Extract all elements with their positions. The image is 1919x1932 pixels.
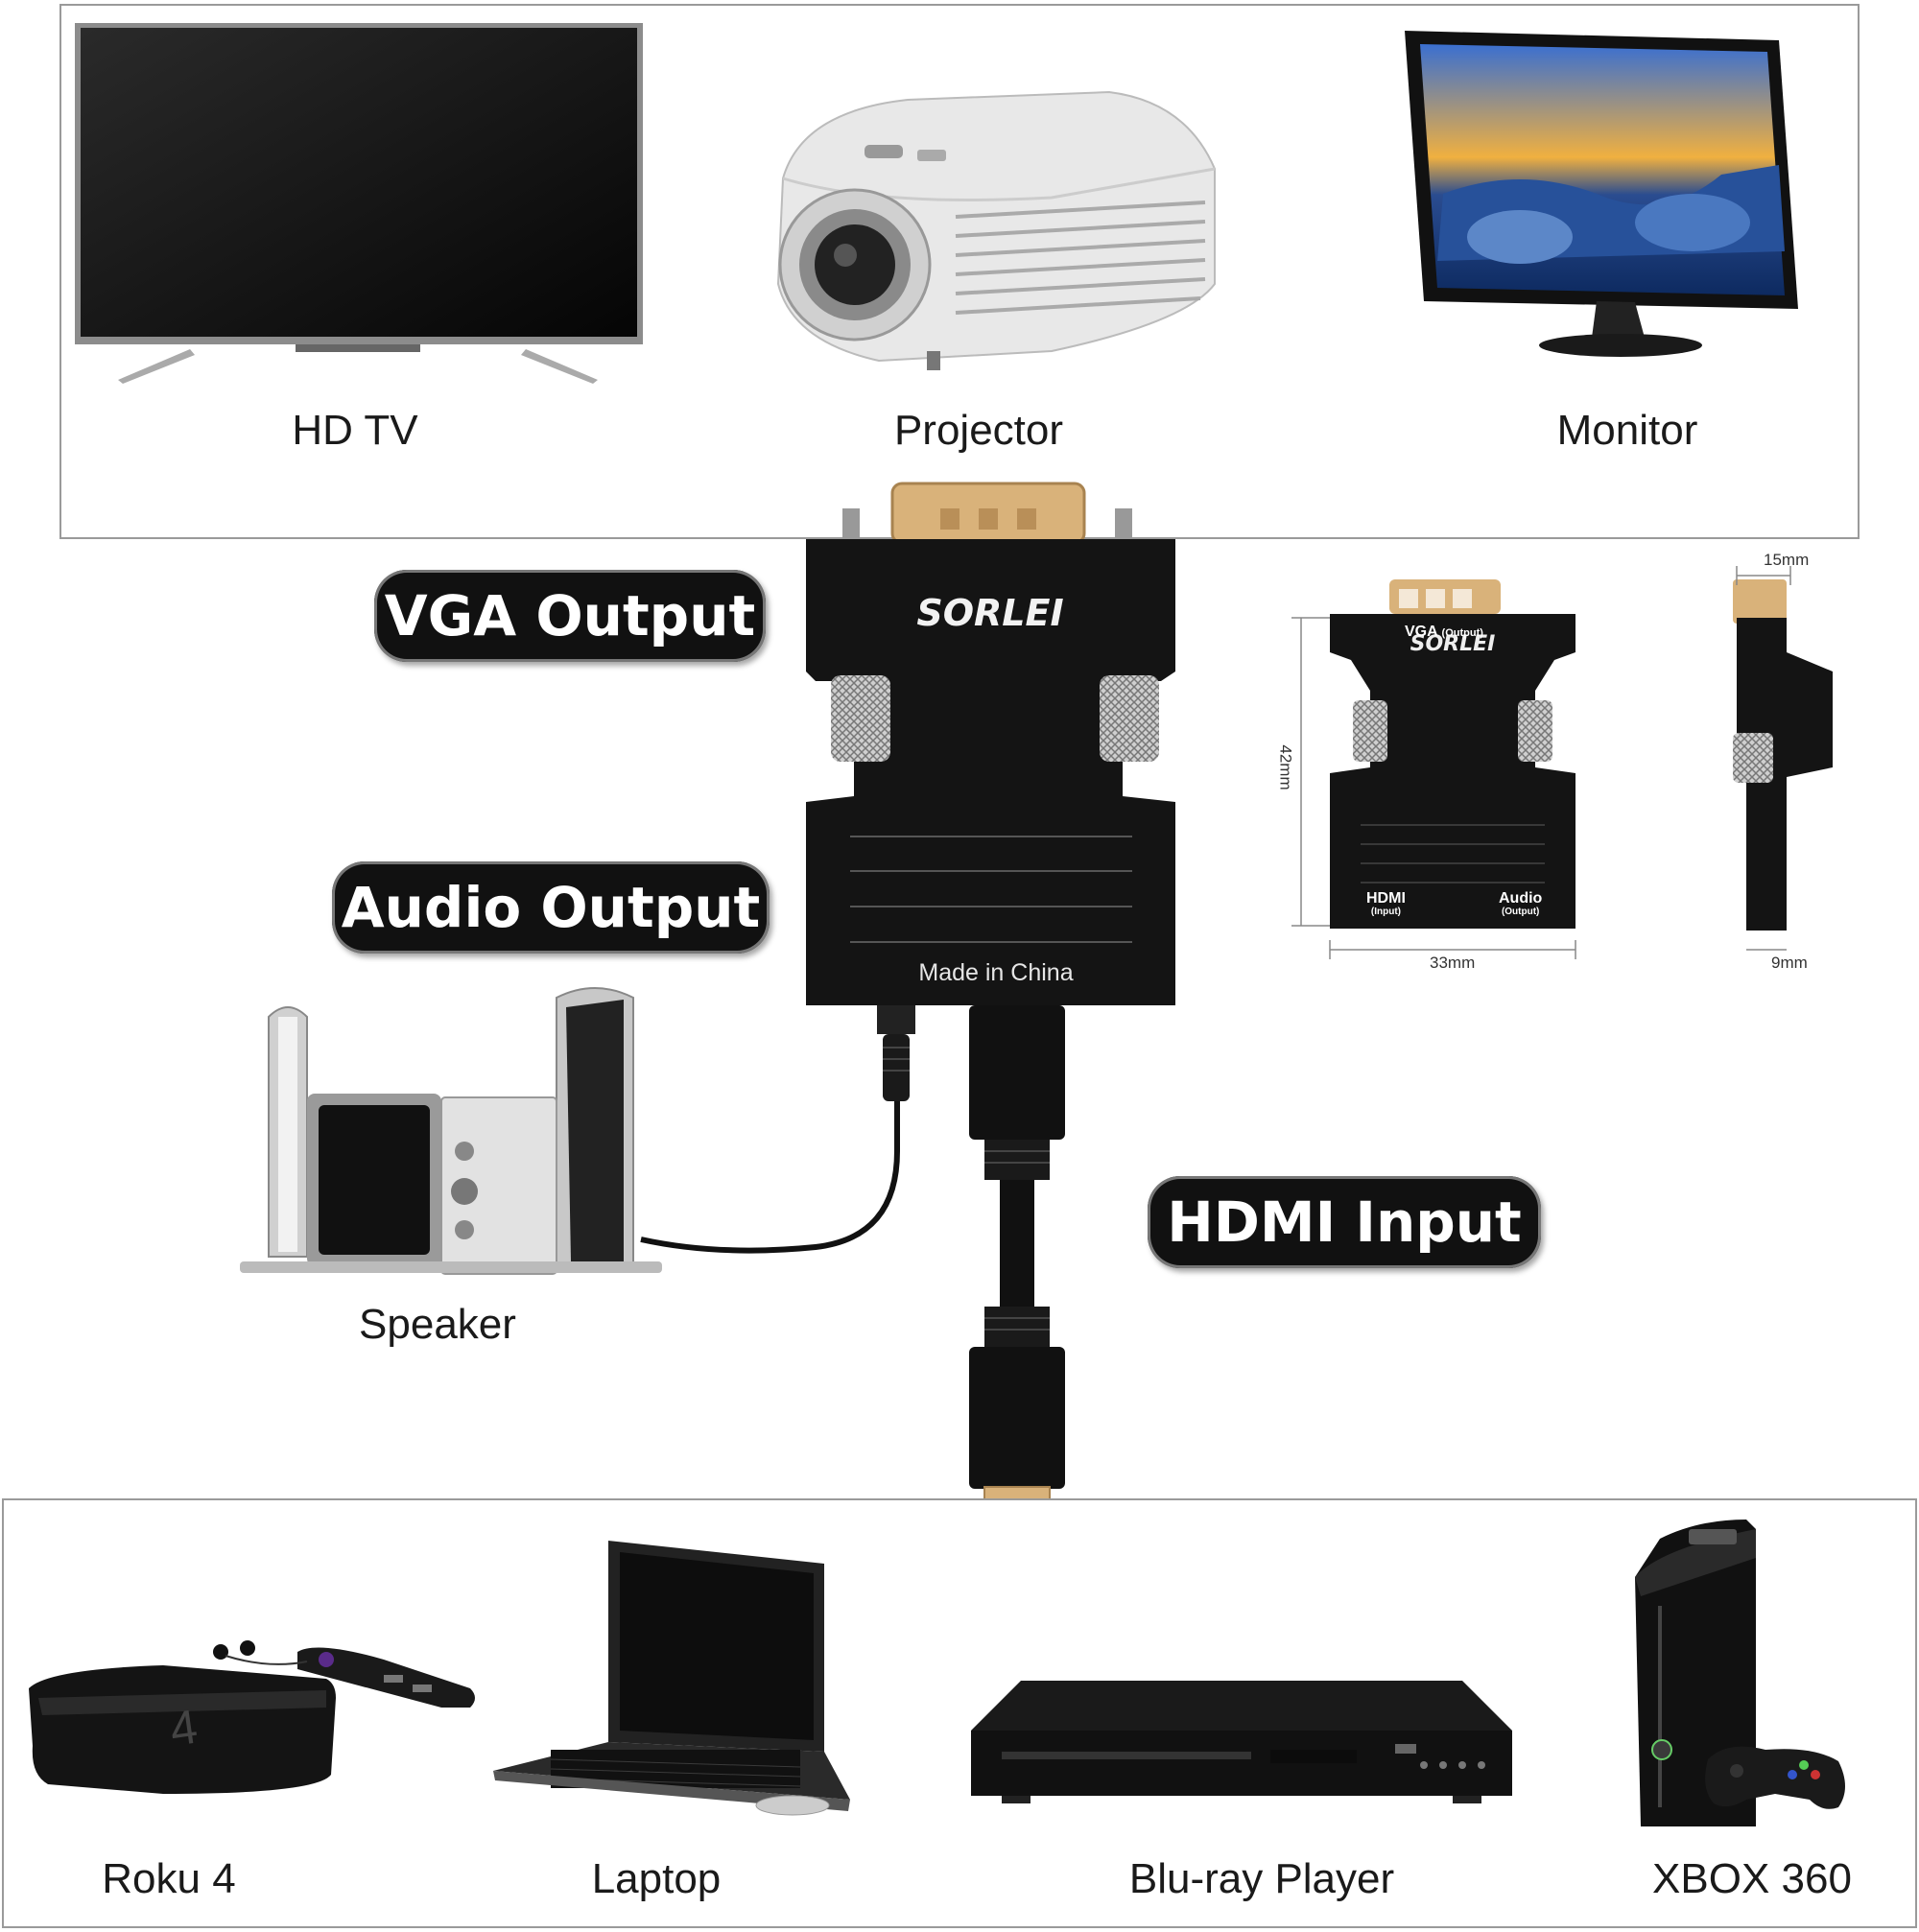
speaker-label: Speaker — [359, 1301, 516, 1348]
dim-depth-bottom: 9mm — [1771, 954, 1808, 972]
dim-width: 33mm — [1430, 954, 1476, 972]
dim-front-vga: VGA (Output) — [1405, 624, 1483, 640]
bluray-image — [971, 1681, 1512, 1803]
dim-height: 42mm — [1276, 744, 1295, 790]
hdtv-image — [75, 23, 643, 384]
roku-label: Roku 4 — [102, 1855, 236, 1902]
bluray-label: Blu-ray Player — [1128, 1855, 1395, 1902]
audio-output-callout: Audio Output — [332, 861, 770, 954]
dim-depth-top: 15mm — [1764, 551, 1810, 569]
hdtv-label: HD TV — [292, 407, 418, 454]
monitor-image — [1405, 31, 1798, 357]
adapter-image: SORLEI Made in China — [806, 482, 1175, 1528]
speaker-image — [240, 987, 662, 1275]
xbox-image — [1635, 1520, 1845, 1826]
dim-front-brand: SORLEI — [1410, 632, 1496, 656]
projector-label: Projector — [893, 407, 1064, 454]
laptop-label: Laptop — [591, 1855, 722, 1902]
dim-front-audio: Audio(Output) — [1499, 890, 1543, 918]
adapter-made-in: Made in China — [918, 959, 1073, 986]
laptop-image — [493, 1541, 850, 1816]
monitor-label: Monitor — [1556, 407, 1698, 454]
vga-output-callout: VGA Output — [374, 570, 766, 662]
hdmi-input-callout: HDMI Input — [1148, 1176, 1541, 1268]
roku-image: 4 — [29, 1640, 475, 1794]
adapter-brand: SORLEI — [916, 592, 1063, 634]
dimension-diagram: SORLEI — [1291, 566, 1833, 959]
dim-front-hdmi: HDMI(Input) — [1366, 890, 1406, 918]
audio-cable — [640, 1101, 900, 1254]
xbox-label: XBOX 360 — [1652, 1855, 1852, 1902]
projector-image — [776, 90, 1216, 370]
